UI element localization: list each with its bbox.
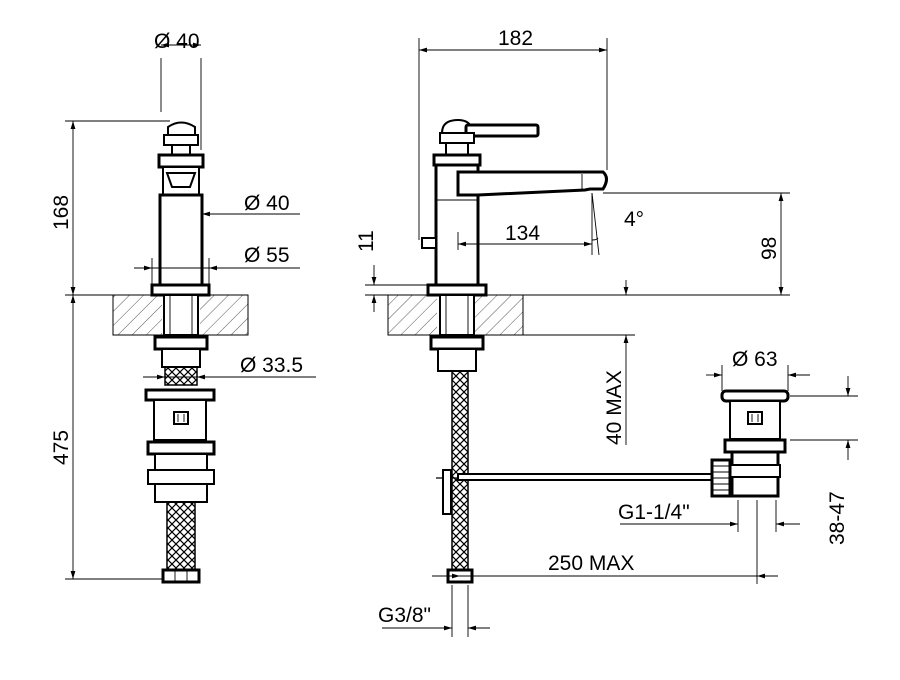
dim-nut-diameter: Ø 33.5 [240,354,303,377]
dim-spout-angle: 4° [624,208,644,231]
front-view-dimensions: Ø 40 168 475 Ø 40 Ø 55 Ø 33.5 [50,30,316,580]
dim-base-diameter: Ø 55 [244,244,290,267]
front-view [112,121,249,584]
side-view-dimensions: 182 98 134 4° 11 40 MAX Ø 63 [355,27,858,637]
dim-hose-thread: G3/8" [378,604,431,627]
dim-lever-offset: 11 [355,230,378,252]
dim-lower-height: 475 [50,430,73,465]
dim-spout-reach: 182 [498,27,533,50]
dim-top-diameter: Ø 40 [154,30,200,53]
dim-rod-length: 250 MAX [548,552,634,575]
waste-cap [720,389,790,403]
dim-waste-range: 38-47 [826,491,849,545]
handle-knob [167,121,196,136]
braided-hose-right [451,370,469,572]
lock-nut-left [153,335,209,351]
dim-deck-thickness: 40 MAX [603,370,626,445]
pop-up-rod [457,473,715,481]
dim-body-diameter: Ø 40 [244,192,290,215]
main-body-left [158,193,204,287]
base-ring-left [150,283,211,297]
dim-upper-height: 168 [50,195,73,230]
flange-left [144,388,216,402]
cartridge-head [157,153,205,169]
dim-waste-diameter: Ø 63 [732,348,778,371]
braided-hose-left [166,501,196,571]
side-view [387,118,790,584]
dim-waste-thread: G1-1/4" [618,501,690,524]
spout [456,170,608,197]
dim-spout-height: 98 [758,237,781,260]
dim-spout-inner: 134 [505,222,540,245]
